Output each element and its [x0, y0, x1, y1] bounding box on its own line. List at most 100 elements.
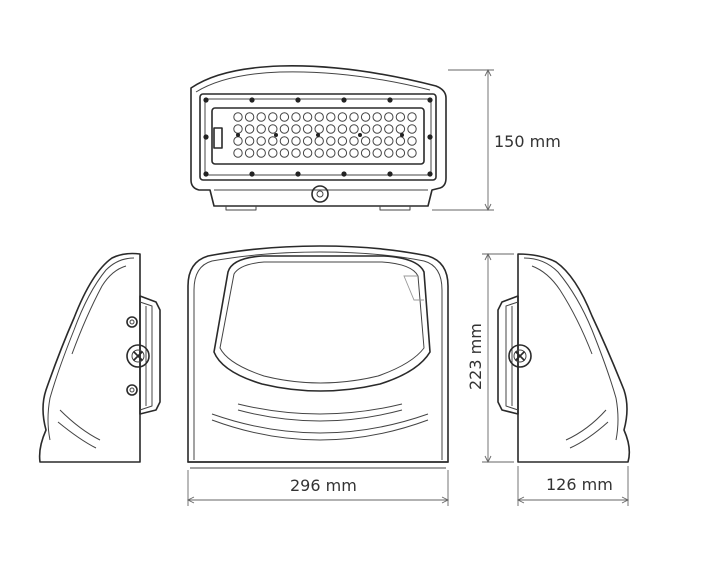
- led: [268, 124, 278, 134]
- led: [395, 148, 406, 158]
- led: [291, 148, 301, 158]
- led: [384, 148, 394, 158]
- led: [372, 124, 382, 134]
- led: [337, 112, 348, 122]
- led-module-frame: [199, 93, 437, 181]
- led: [233, 148, 243, 158]
- frame-screw: [295, 171, 301, 177]
- led: [372, 112, 382, 122]
- lens-pin: [316, 133, 320, 137]
- dimension-height-front: 223 mm: [466, 252, 514, 464]
- led: [291, 112, 301, 122]
- led: [349, 148, 359, 158]
- led: [268, 112, 278, 122]
- mount-knob-right: [508, 344, 532, 368]
- led: [302, 124, 313, 134]
- frame-screw: [427, 134, 433, 140]
- front-visor: [213, 255, 431, 392]
- frame-screw: [295, 97, 301, 103]
- led-array: [233, 112, 417, 158]
- led: [302, 112, 313, 122]
- led: [326, 136, 336, 146]
- led: [326, 112, 336, 122]
- led: [360, 112, 371, 122]
- led: [395, 136, 406, 146]
- lens-pin: [400, 133, 404, 137]
- dimension-width-front: 296 mm: [186, 470, 450, 506]
- left-side-view: [38, 252, 161, 463]
- led: [314, 148, 324, 158]
- led: [395, 124, 406, 134]
- front-view: [187, 245, 449, 469]
- frame-screw: [203, 97, 209, 103]
- led: [302, 148, 313, 158]
- frame-screw: [203, 171, 209, 177]
- led: [256, 148, 266, 158]
- led: [233, 112, 243, 122]
- dim-label-296: 296 mm: [290, 476, 357, 495]
- led: [326, 148, 336, 158]
- led: [395, 112, 406, 122]
- led: [291, 136, 301, 146]
- frame-screw: [203, 134, 209, 140]
- dimension-height-top: 150 mm: [432, 68, 561, 212]
- frame-screw: [427, 97, 433, 103]
- led: [279, 148, 290, 158]
- led: [349, 136, 359, 146]
- led: [384, 136, 394, 146]
- led: [407, 112, 417, 122]
- led: [314, 112, 324, 122]
- led: [244, 124, 255, 134]
- led: [384, 124, 394, 134]
- led: [360, 124, 371, 134]
- mount-knob-left: [126, 344, 150, 368]
- led: [314, 136, 324, 146]
- led-lens-panel: [211, 107, 425, 165]
- dim-label-223: 223 mm: [466, 323, 485, 390]
- frame-screw: [387, 171, 393, 177]
- led: [268, 136, 278, 146]
- frame-screw: [387, 97, 393, 103]
- led: [314, 124, 324, 134]
- led: [279, 124, 290, 134]
- led: [279, 136, 290, 146]
- led: [337, 124, 348, 134]
- led: [337, 136, 348, 146]
- led: [233, 136, 243, 146]
- led: [244, 112, 255, 122]
- lens-pin: [358, 133, 362, 137]
- led: [384, 112, 394, 122]
- lens-pin: [274, 133, 278, 137]
- led: [372, 136, 382, 146]
- led: [233, 124, 243, 134]
- frame-screw: [341, 97, 347, 103]
- led: [256, 112, 266, 122]
- led: [326, 124, 336, 134]
- led: [407, 124, 417, 134]
- right-side-view: [497, 253, 631, 463]
- led: [291, 124, 301, 134]
- led: [302, 136, 313, 146]
- top-view: [190, 65, 447, 211]
- dim-label-150: 150 mm: [494, 132, 561, 151]
- lens-pin: [236, 133, 240, 137]
- frame-screw: [249, 171, 255, 177]
- led: [349, 112, 359, 122]
- led: [244, 136, 255, 146]
- led: [360, 148, 371, 158]
- led: [256, 136, 266, 146]
- frame-screw: [341, 171, 347, 177]
- led: [360, 136, 371, 146]
- led: [256, 124, 266, 134]
- led: [372, 148, 382, 158]
- frame-screws: [203, 97, 433, 177]
- led: [407, 148, 417, 158]
- led: [279, 112, 290, 122]
- frame-screw: [249, 97, 255, 103]
- frame-screw: [427, 171, 433, 177]
- led: [244, 148, 255, 158]
- led: [407, 136, 417, 146]
- dimension-depth-side: 126 mm: [516, 466, 630, 506]
- led: [349, 124, 359, 134]
